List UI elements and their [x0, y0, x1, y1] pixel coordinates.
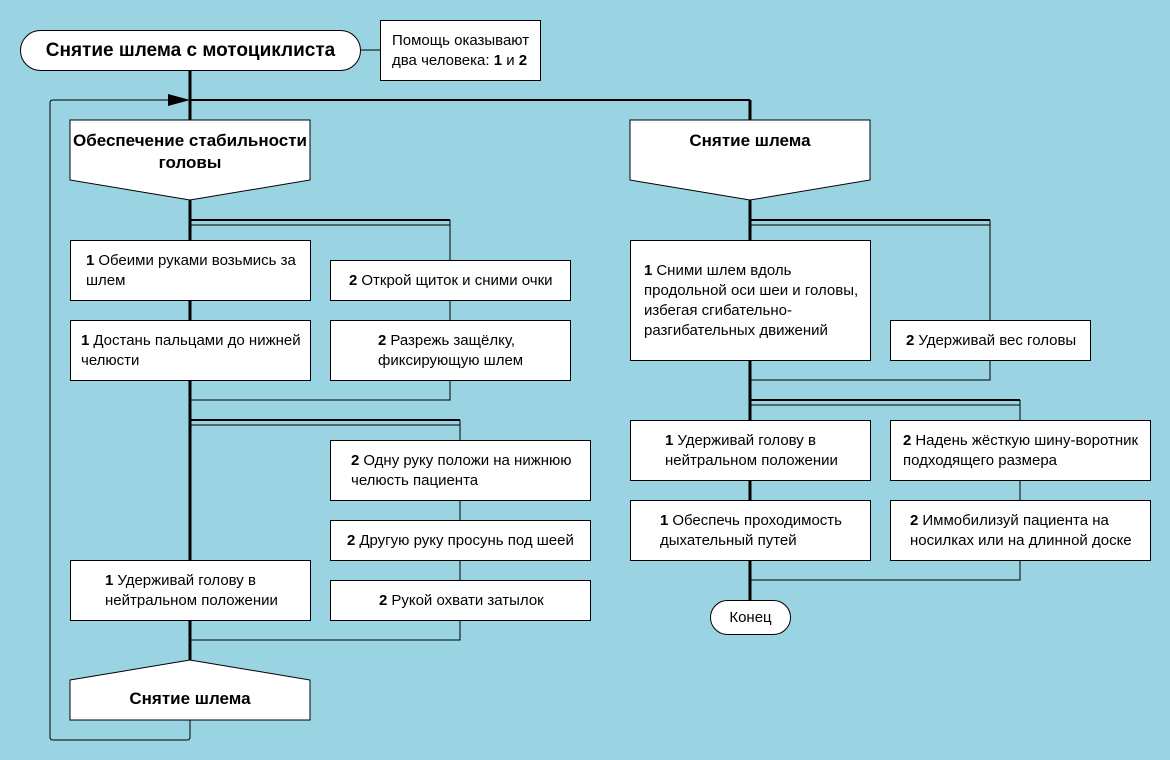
step-text: Удерживай голову в нейтральном положении: [105, 571, 278, 609]
step-number: 1: [105, 571, 114, 589]
left-header-shape: [69, 119, 311, 201]
note-num-1: 1: [493, 52, 503, 69]
step-number: 2: [910, 511, 919, 529]
step-text: Достань пальцами до нижней челюсти: [81, 331, 301, 369]
step-number: 1: [81, 331, 90, 349]
step-text: Удерживай голову в нейтральном положении: [665, 431, 838, 469]
step-text: Обеими руками возьмись за шлем: [86, 251, 296, 289]
helpers-note: Помощь оказывают два человека: 1 и 2: [380, 20, 541, 81]
note-line1: Помощь оказывают: [392, 32, 530, 49]
end-terminal: Конец: [710, 600, 791, 635]
step-number: 2: [378, 331, 387, 349]
right-header-shape: [629, 119, 871, 201]
step-text: Удерживай вес головы: [918, 331, 1077, 349]
bottom-header-label: Снятие шлема: [129, 689, 251, 708]
diagram-title: Снятие шлема с мотоциклиста: [20, 30, 361, 71]
step-text: Рукой охвати затылок: [391, 591, 544, 609]
arrow-head-icon: [168, 94, 190, 106]
step-text: Разрежь защёлку, фиксирующую шлем: [378, 331, 524, 369]
bottom-header-shape: [69, 659, 311, 721]
step-text: Открой щиток и сними очки: [361, 271, 553, 289]
note-num-2: 2: [518, 52, 528, 69]
step-text: Одну руку положи на нижнюю челюсть пацие…: [351, 451, 572, 489]
left-header-label: Обеспечение стабильности головы: [72, 131, 308, 172]
step-number: 2: [347, 531, 356, 549]
step-number: 1: [660, 511, 669, 529]
step-number: 2: [906, 331, 915, 349]
step-number: 2: [351, 451, 360, 469]
step-text: Обеспечь проходимость дыхательный путей: [660, 511, 842, 549]
step-text: Надень жёсткую шину-воротник подходящего…: [903, 431, 1139, 469]
step-number: 1: [665, 431, 674, 449]
step-number: 2: [379, 591, 388, 609]
step-number: 2: [903, 431, 912, 449]
step-number: 2: [349, 271, 358, 289]
step-text: Другую руку просунь под шеей: [359, 531, 574, 549]
step-number: 1: [86, 251, 95, 269]
step-text: Сними шлем вдоль продольной оси шеи и го…: [644, 261, 859, 339]
note-line2-prefix: два человека:: [392, 52, 494, 69]
note-and: и: [502, 52, 519, 69]
right-header-label: Снятие шлема: [689, 131, 811, 150]
step-text: Иммобилизуй пациента на носилках или на …: [910, 511, 1132, 549]
step-number: 1: [644, 261, 653, 279]
